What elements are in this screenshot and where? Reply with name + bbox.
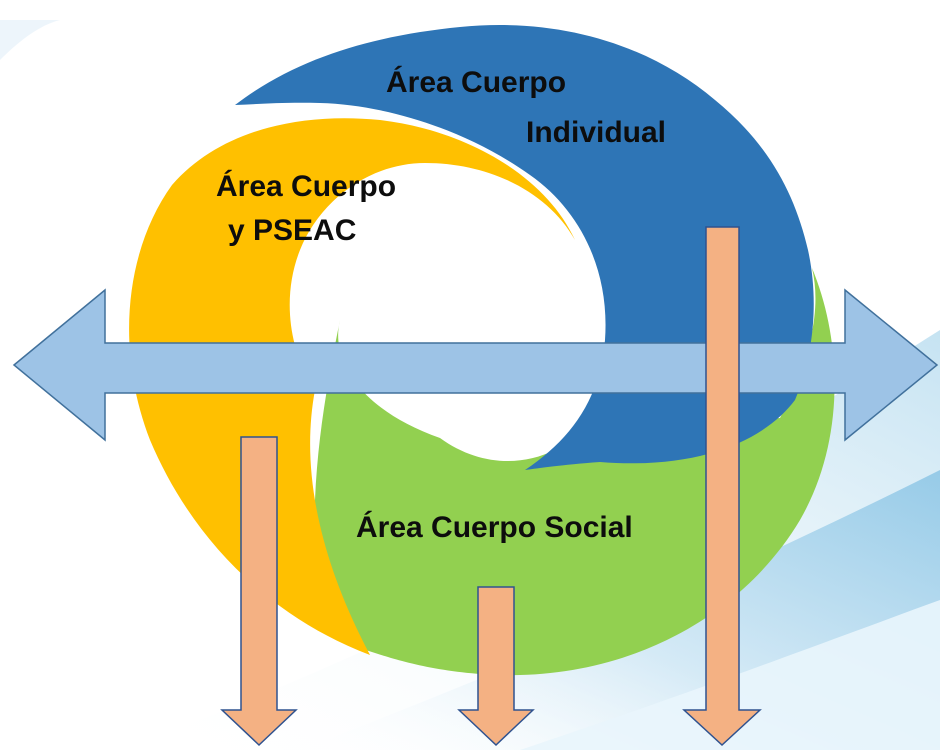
down-arrow-right [682,226,762,747]
individual-area-label-line1: Área Cuerpo [386,65,566,99]
down-arrow-center [457,586,535,747]
pseac-area-label-line2: y PSEAC [228,214,356,247]
horizontal-double-arrow [12,288,939,442]
social-area-shape [314,268,835,676]
individual-area-label-line2: Individual [526,116,666,149]
pseac-area-label-line1: Área Cuerpo [216,169,396,203]
social-area-label: Área Cuerpo Social [356,510,633,544]
down-arrow-left [220,436,298,747]
